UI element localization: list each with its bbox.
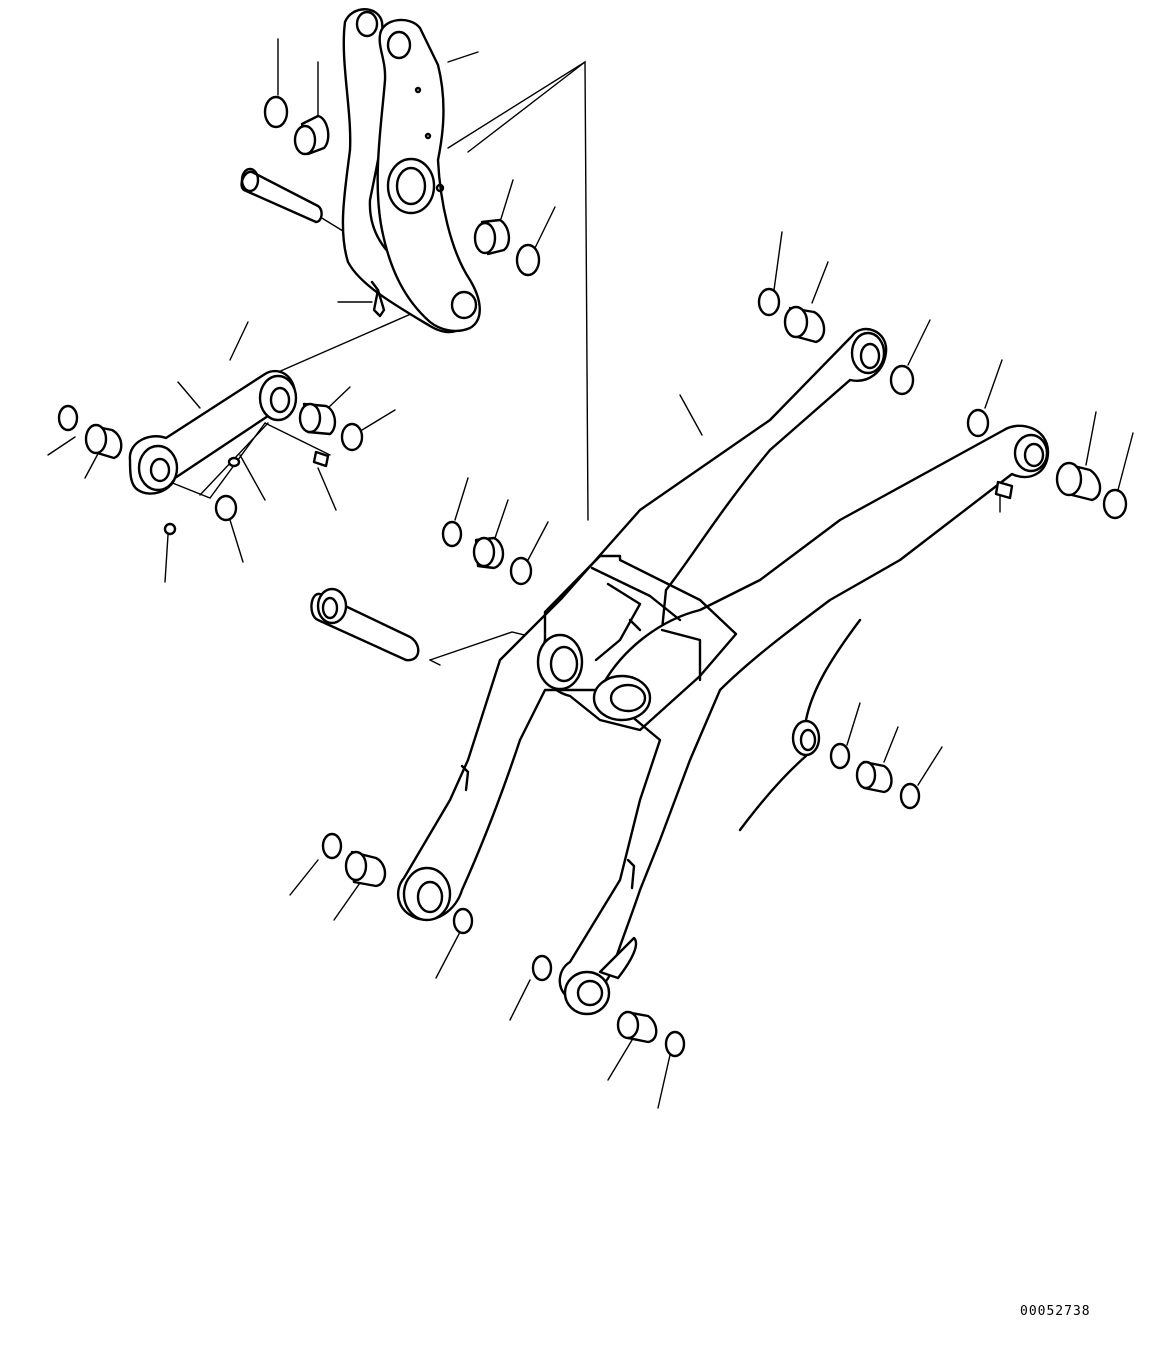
bellcrank-pin <box>240 167 323 224</box>
bellcrank-bushings <box>263 95 541 277</box>
boom-pivot-bushings <box>441 520 533 586</box>
bellcrank-lever <box>341 8 481 334</box>
tilt-link <box>128 369 298 495</box>
tilt-link-bushings <box>57 402 364 536</box>
boom-pin <box>310 587 420 662</box>
drawing-number: 00052738 <box>1020 1304 1091 1319</box>
lift-arm-bushings <box>321 287 1128 1058</box>
lift-arm <box>396 327 1050 1016</box>
